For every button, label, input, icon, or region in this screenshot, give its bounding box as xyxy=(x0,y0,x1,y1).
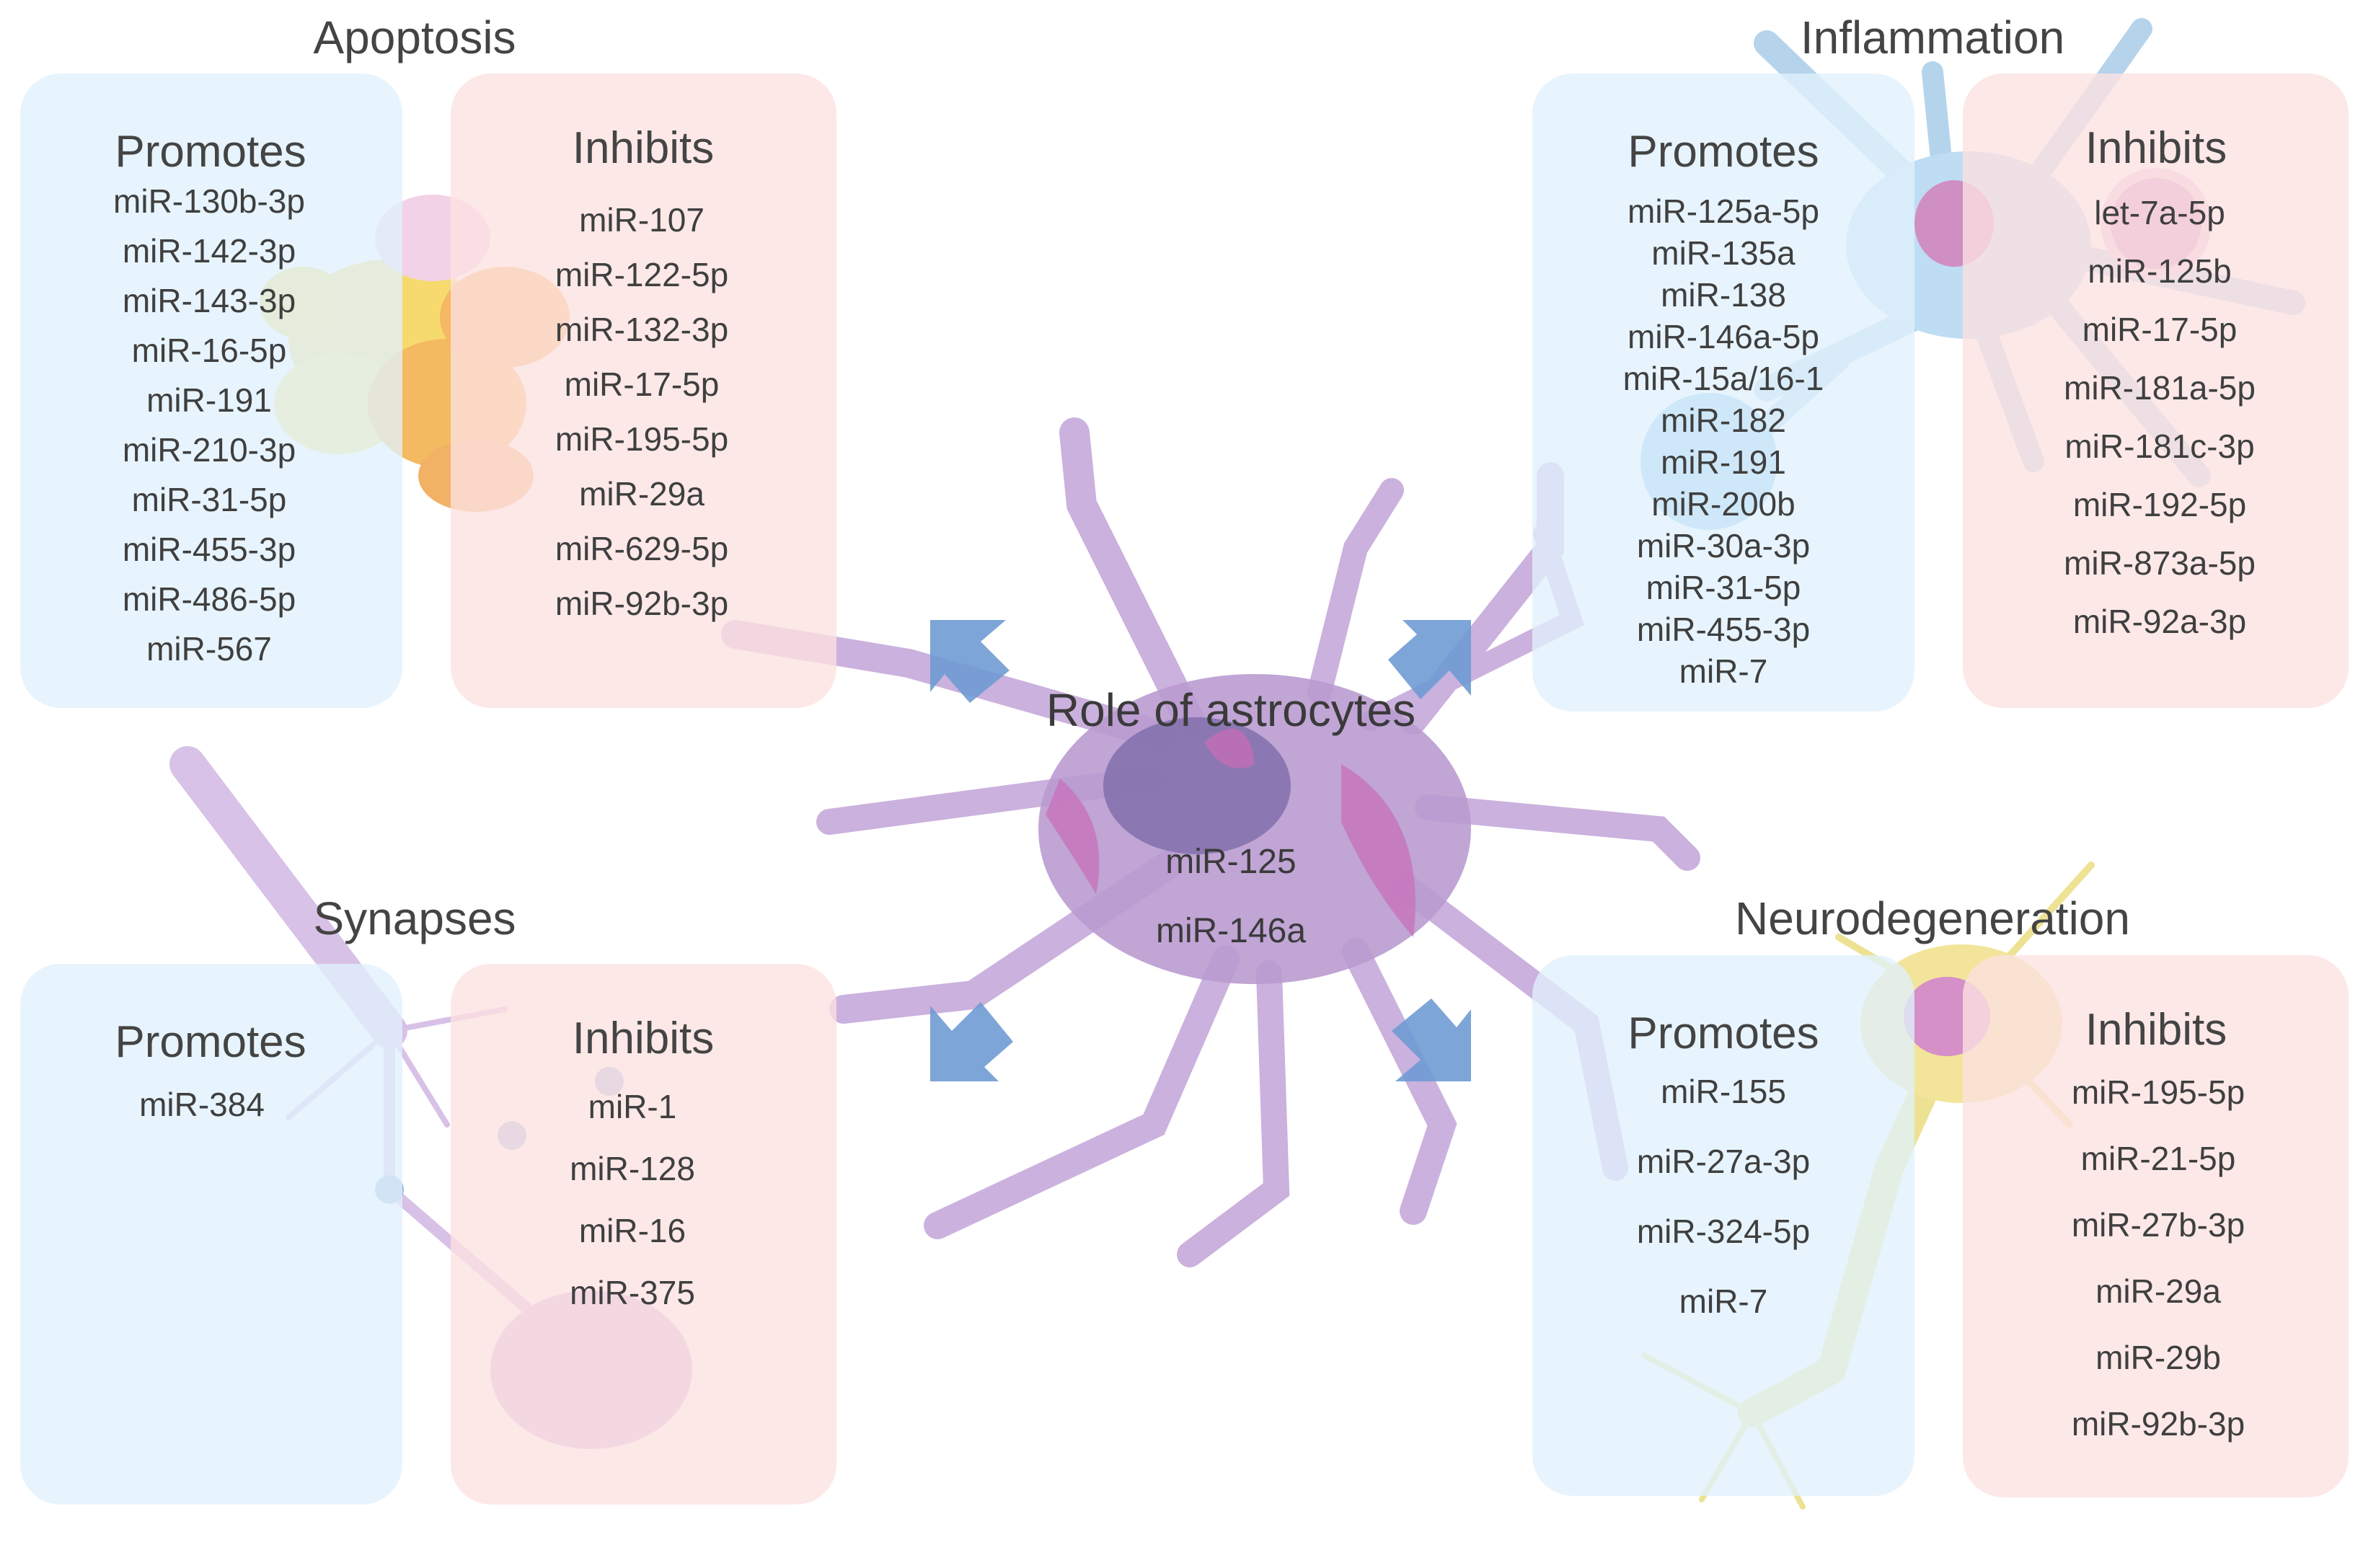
mirna-item: miR-873a-5p xyxy=(2064,544,2256,582)
inflammation-inhibits-heading: Inhibits xyxy=(2085,123,2227,173)
synapses-inhibits-heading: Inhibits xyxy=(572,1014,715,1063)
inflammation-promotes-heading: Promotes xyxy=(1627,127,1819,177)
apoptosis-promotes-box xyxy=(20,74,402,708)
mirna-item: miR-27a-3p xyxy=(1636,1143,1811,1180)
apoptosis-promotes-list: miR-130b-3p miR-142-3p miR-143-3p miR-16… xyxy=(113,182,305,679)
mirna-item: miR-92b-3p xyxy=(555,585,729,622)
mirna-item: miR-30a-3p xyxy=(1636,527,1811,564)
apoptosis-inhibits-heading: Inhibits xyxy=(572,123,715,173)
mirna-item: miR-125b xyxy=(2088,252,2232,290)
mirna-item: miR-122-5p xyxy=(555,256,729,293)
mirna-item: miR-192-5p xyxy=(2072,486,2247,523)
apoptosis-inhibits-list: miR-107 miR-122-5p miR-132-3p miR-17-5p … xyxy=(555,200,728,639)
mirna-item: miR-16 xyxy=(578,1212,686,1249)
mirna-item: miR-567 xyxy=(146,630,272,668)
apoptosis-title: Apoptosis xyxy=(313,12,516,63)
mirna-item: miR-15a/16-1 xyxy=(1622,360,1824,397)
mirna-item: miR-375 xyxy=(570,1274,695,1311)
mirna-item: miR-125 xyxy=(1165,843,1297,881)
neurodegeneration-inhibits-heading: Inhibits xyxy=(2085,1005,2227,1055)
neurodegeneration-inhibits-box xyxy=(1963,955,2349,1497)
mirna-item: miR-128 xyxy=(570,1150,695,1187)
mirna-item: miR-17-5p xyxy=(564,366,720,403)
mirna-item: miR-384 xyxy=(139,1086,265,1123)
mirna-item: miR-125a-5p xyxy=(1627,192,1819,230)
synapses-title: Synapses xyxy=(313,892,516,944)
arrow-up-left-icon xyxy=(930,620,1010,703)
mirna-item: miR-29a xyxy=(2095,1272,2221,1310)
mirna-item: miR-132-3p xyxy=(555,311,729,348)
arrow-up-right-icon xyxy=(1388,620,1471,699)
mirna-item: miR-29b xyxy=(2095,1339,2221,1376)
mirna-item: miR-181c-3p xyxy=(2064,428,2255,465)
synapses-inhibits-box xyxy=(451,964,836,1505)
mirna-item: miR-92b-3p xyxy=(2071,1405,2245,1443)
mirna-item: miR-324-5p xyxy=(1636,1213,1811,1250)
mirna-item: miR-130b-3p xyxy=(113,182,305,220)
mirna-item: miR-31-5p xyxy=(131,481,287,518)
inflammation-title: Inflammation xyxy=(1800,12,2065,63)
mirna-item: miR-146a-5p xyxy=(1627,318,1819,355)
mirna-item: miR-486-5p xyxy=(122,580,296,618)
neurodegeneration-title: Neurodegeneration xyxy=(1735,892,2130,944)
mirna-item: miR-155 xyxy=(1661,1073,1786,1110)
mirna-item: miR-195-5p xyxy=(555,420,729,458)
mirna-item: miR-629-5p xyxy=(555,530,729,567)
mirna-item: let-7a-5p xyxy=(2094,194,2225,231)
mirna-item: miR-191 xyxy=(146,381,272,419)
mirna-item: miR-107 xyxy=(579,201,705,239)
inflammation-promotes-box xyxy=(1532,74,1914,712)
neurodegeneration-promotes-list: miR-155 miR-27a-3p miR-324-5p miR-7 xyxy=(1637,1072,1810,1352)
neurodegeneration-inhibits-list: miR-195-5p miR-21-5p miR-27b-3p miR-29a … xyxy=(2072,1073,2245,1471)
mirna-item: miR-7 xyxy=(1679,652,1768,690)
mirna-item: miR-210-3p xyxy=(122,431,296,469)
mirna-item: miR-195-5p xyxy=(2071,1073,2245,1111)
mirna-item: miR-27b-3p xyxy=(2071,1206,2245,1244)
mirna-item: miR-200b xyxy=(1651,485,1796,523)
mirna-item: miR-1 xyxy=(588,1088,677,1125)
arrows xyxy=(930,620,1471,1081)
mirna-item: miR-182 xyxy=(1661,402,1786,439)
inflammation-promotes-list: miR-125a-5p miR-135a miR-138 miR-146a-5p… xyxy=(1623,192,1824,694)
neurodegeneration-promotes-box xyxy=(1532,955,1914,1496)
apoptosis-promotes-heading: Promotes xyxy=(115,127,306,177)
mirna-item: miR-455-3p xyxy=(1636,611,1811,648)
center-mirna-list: miR-125 miR-146a xyxy=(1156,828,1306,966)
mirna-item: miR-29a xyxy=(579,475,705,513)
mirna-item: miR-135a xyxy=(1651,234,1796,272)
mirna-item: miR-21-5p xyxy=(2080,1140,2236,1177)
mirna-item: miR-31-5p xyxy=(1646,569,1801,606)
mirna-item: miR-455-3p xyxy=(122,531,296,568)
synapses-promotes-heading: Promotes xyxy=(115,1017,306,1067)
mirna-item: miR-92a-3p xyxy=(2072,603,2247,640)
inflammation-inhibits-list: let-7a-5p miR-125b miR-17-5p miR-181a-5p… xyxy=(2064,193,2256,660)
synapses-inhibits-list: miR-1 miR-128 miR-16 miR-375 xyxy=(570,1087,695,1335)
mirna-item: miR-16-5p xyxy=(131,332,287,369)
center-title: Role of astrocytes xyxy=(1046,684,1416,736)
synapses-promotes-box xyxy=(20,964,402,1505)
mirna-item: miR-142-3p xyxy=(122,232,296,270)
neurodegeneration-promotes-heading: Promotes xyxy=(1627,1009,1819,1058)
mirna-item: miR-146a xyxy=(1155,912,1307,950)
apoptosis-inhibits-box xyxy=(451,74,836,708)
mirna-item: miR-17-5p xyxy=(2082,311,2238,348)
arrow-down-right-icon xyxy=(1392,998,1471,1081)
arrow-down-left-icon xyxy=(930,1002,1013,1081)
mirna-item: miR-181a-5p xyxy=(2064,369,2256,407)
mirna-item: miR-191 xyxy=(1661,443,1786,481)
mirna-item: miR-138 xyxy=(1661,276,1786,314)
inflammation-inhibits-box xyxy=(1963,74,2349,708)
mirna-item: miR-143-3p xyxy=(122,282,296,319)
mirna-item: miR-7 xyxy=(1679,1283,1768,1320)
synapses-promotes-list: miR-384 xyxy=(139,1085,265,1128)
